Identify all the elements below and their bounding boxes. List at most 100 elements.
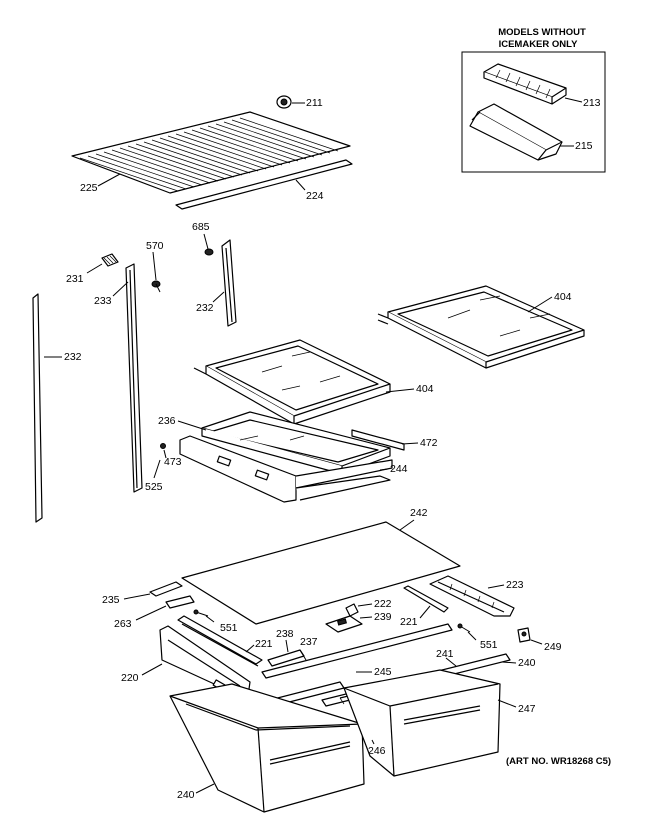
leader-551	[467, 631, 477, 641]
shelf-clip-part	[276, 95, 292, 109]
shelf-support-rail-part	[221, 239, 237, 327]
cover-support-part	[165, 595, 195, 609]
label-232: 232	[196, 302, 214, 314]
leader-570	[152, 251, 157, 281]
label-213: 213	[583, 97, 601, 109]
screw-part	[151, 280, 161, 293]
leader-525	[153, 459, 161, 479]
label-235: 235	[102, 594, 120, 606]
slide-frame-part	[179, 435, 393, 503]
label-551: 551	[220, 622, 238, 634]
leader-239	[359, 616, 373, 619]
glass-shelf-part	[377, 285, 585, 369]
label-242: 242	[410, 507, 428, 519]
leader-246	[371, 739, 375, 745]
humidity-control-part	[325, 615, 363, 633]
label-263: 263	[114, 618, 132, 630]
screw-part	[193, 609, 209, 617]
label-232: 232	[64, 351, 82, 363]
label-685: 685	[192, 221, 210, 233]
label-236: 236	[158, 415, 176, 427]
leader-224	[295, 179, 306, 191]
label-473: 473	[164, 456, 182, 468]
label-231: 231	[66, 273, 84, 285]
shelf-trim-part	[175, 159, 353, 210]
label-211: 211	[306, 97, 323, 109]
screw-part	[204, 248, 214, 256]
crisper-drawer-part	[343, 669, 501, 777]
leader-221	[419, 605, 431, 619]
leader-231	[86, 263, 103, 274]
label-472: 472	[420, 437, 438, 449]
leader-404	[527, 296, 553, 313]
shelf-support-rail-part	[125, 263, 143, 493]
leader-225	[97, 173, 121, 187]
label-224: 224	[306, 190, 324, 202]
leader-240	[195, 783, 215, 794]
leader-551	[205, 615, 215, 623]
crisper-frame-part	[159, 625, 251, 697]
label-404: 404	[416, 383, 434, 395]
leader-237	[299, 649, 307, 661]
cover-clip-part	[345, 603, 359, 617]
leader-240	[501, 661, 517, 664]
art-number: (ART NO. WR18268 C5)	[506, 756, 611, 767]
label-404: 404	[554, 291, 572, 303]
label-237: 237	[300, 636, 318, 648]
leader-404	[385, 388, 415, 393]
leader-222	[357, 603, 373, 607]
leader-232	[212, 291, 225, 303]
ice-bucket-part	[469, 103, 563, 161]
leader-241	[445, 657, 457, 667]
wire-shelf-part	[71, 111, 351, 194]
inset-title-line1: MODELS WITHOUT	[498, 27, 586, 38]
leader-473	[163, 449, 167, 459]
label-247: 247	[518, 703, 536, 715]
leader-247	[497, 699, 517, 708]
leader-242	[399, 519, 415, 531]
cover-rail-part	[177, 615, 263, 667]
label-241: 241	[436, 648, 454, 660]
cover-bracket-part	[149, 581, 183, 597]
leader-249	[530, 639, 543, 645]
cover-rail-part	[403, 585, 449, 613]
rail-cap-part	[101, 253, 119, 267]
label-239: 239	[374, 611, 392, 623]
leader-263	[135, 605, 167, 621]
label-220: 220	[121, 672, 139, 684]
leader-220	[141, 663, 163, 676]
icemaker-inset: MODELS WITHOUT ICEMAKER ONLY 213 215	[461, 27, 606, 173]
leader-244	[379, 468, 389, 471]
leader-685	[203, 233, 209, 250]
label-246: 246	[368, 745, 386, 757]
inset-box	[461, 51, 606, 173]
label-221: 221	[400, 616, 418, 628]
inset-title-line2: ICEMAKER ONLY	[499, 39, 578, 50]
leader-235	[123, 593, 151, 600]
leader-236	[177, 420, 207, 431]
label-240: 240	[518, 657, 536, 669]
leader-238	[285, 639, 289, 653]
label-244: 244	[390, 463, 408, 475]
label-233: 233	[94, 295, 112, 307]
leader-213	[564, 97, 583, 103]
label-222: 222	[374, 598, 392, 610]
label-570: 570	[146, 240, 164, 252]
leader-472	[401, 442, 419, 445]
leader-221	[245, 644, 255, 653]
screw-part	[457, 623, 471, 633]
crisper-drawer-part	[169, 683, 365, 813]
label-215: 215	[575, 140, 593, 152]
label-223: 223	[506, 579, 524, 591]
cover-support-bar-part	[261, 623, 453, 679]
shelf-support-rail-part	[32, 293, 43, 523]
crisper-cover-glass-part	[181, 521, 461, 625]
label-225: 225	[80, 182, 98, 194]
label-551: 551	[480, 639, 498, 651]
label-240: 240	[177, 789, 195, 801]
shelf-pin-part	[160, 443, 166, 449]
drawer-stop-part	[517, 627, 531, 643]
label-245: 245	[374, 666, 392, 678]
label-525: 525	[145, 481, 163, 493]
